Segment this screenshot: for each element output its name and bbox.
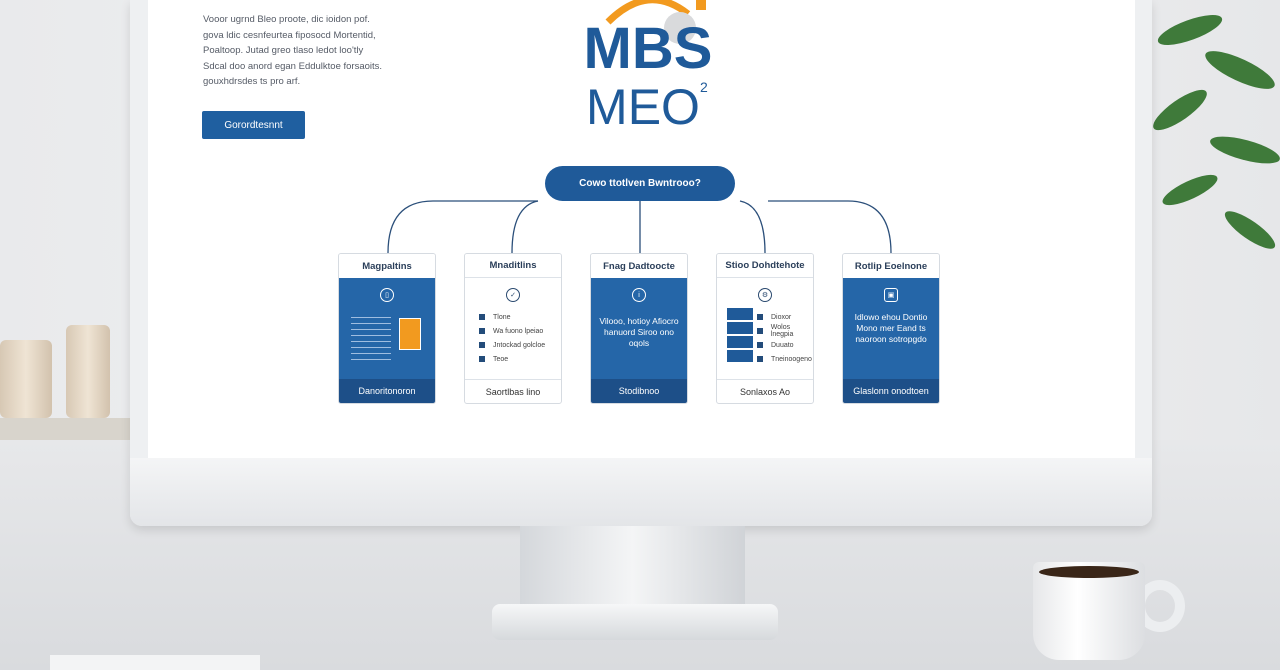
- intro-line: gova ldic cesnfeurtea fiposocd Mortentid…: [203, 29, 376, 41]
- card-4[interactable]: Stioo Dohdtehote ⚙ Dioxor Wolos lnegpia …: [716, 253, 814, 404]
- card-3[interactable]: Fnag Dadtoocte i Vilooo, hotioy Afiocro …: [590, 253, 688, 404]
- mbs-meo-logo: MBS MEO 2: [584, 0, 713, 130]
- document-icon: ▯: [380, 288, 394, 302]
- intro-line: gouxhdrsdes ts pro arf.: [203, 76, 301, 87]
- card-text: Idlowo ehou Dontio Mono mer Eand ts naor…: [854, 312, 928, 344]
- hub-button[interactable]: Cowo ttotlven Bwntrooo?: [545, 166, 735, 201]
- monitor: Vooor ugrnd Bleo proote, dic ioidon pof.…: [130, 0, 1152, 526]
- shelf: [0, 418, 135, 440]
- card-footer: Sonlaxos Ao: [717, 379, 813, 403]
- bullet-item: Jntockad golcloe: [479, 338, 545, 352]
- svg-text:MBS: MBS: [584, 16, 713, 81]
- bullet-item: Wolos lnegpia: [757, 324, 813, 338]
- intro-text: Vooor ugrnd Bleo proote, dic ioidon pof.…: [203, 12, 383, 90]
- gear-icon: ⚙: [758, 288, 772, 302]
- document-illustration: [399, 318, 421, 350]
- plant-decor: [1153, 15, 1280, 249]
- cta-button[interactable]: Gorordtesnnt: [202, 111, 305, 139]
- text-lines-decor: [351, 312, 391, 362]
- screen: Vooor ugrnd Bleo proote, dic ioidon pof.…: [148, 0, 1135, 458]
- svg-text:MEO: MEO: [586, 79, 700, 130]
- monitor-chin: [130, 458, 1152, 526]
- card-text: Vilooo, hotioy Afiocro hanuord Siroo ono…: [599, 316, 679, 348]
- card-title: Stioo Dohdtehote: [717, 254, 813, 278]
- svg-text:2: 2: [700, 79, 708, 95]
- bullet-item: Teoe: [479, 352, 545, 366]
- card-footer: Saortlbas lino: [465, 379, 561, 403]
- keyboard-edge: [50, 655, 260, 670]
- card-footer: Glaslonn onodtoen: [843, 379, 939, 403]
- info-icon: i: [632, 288, 646, 302]
- check-icon: ✓: [506, 288, 520, 302]
- connector-lines: [387, 200, 892, 254]
- intro-line: Poaltoop. Jutad greo tlaso ledot loo'tly: [203, 45, 364, 56]
- coffee-mug: [1033, 562, 1145, 660]
- card-title: Magpaltins: [339, 254, 435, 278]
- bullet-item: Tneinoogeno: [757, 352, 813, 366]
- intro-line: Sdcal doo anord egan Eddulktoe forsaoits…: [203, 60, 383, 72]
- card-footer: Stodibnoo: [591, 379, 687, 403]
- intro-line: Vooor ugrnd Bleo proote, dic ioidon pof.: [203, 14, 370, 25]
- image-icon: ▣: [884, 288, 898, 302]
- card-title: Fnag Dadtoocte: [591, 254, 687, 278]
- monitor-base: [492, 604, 778, 640]
- card-2[interactable]: Mnaditlins ✓ Tlone Wa fuono lpeiao Jntoc…: [464, 253, 562, 404]
- table-decor: [727, 308, 753, 364]
- card-footer: Danoritonoron: [339, 379, 435, 403]
- card-title: Rotlip Eoelnone: [843, 254, 939, 278]
- bullet-item: Wa fuono lpeiao: [479, 324, 545, 338]
- card-5[interactable]: Rotlip Eoelnone ▣ Idlowo ehou Dontio Mon…: [842, 253, 940, 404]
- bullet-item: Duuato: [757, 338, 813, 352]
- jar-decor: [0, 340, 52, 418]
- bullet-item: Tlone: [479, 310, 545, 324]
- card-1[interactable]: Magpaltins ▯ Danoritonoron: [338, 253, 436, 404]
- bullet-item: Dioxor: [757, 310, 813, 324]
- card-title: Mnaditlins: [465, 254, 561, 278]
- jar-decor: [66, 325, 110, 418]
- monitor-stand: [520, 526, 745, 610]
- coffee: [1039, 566, 1139, 578]
